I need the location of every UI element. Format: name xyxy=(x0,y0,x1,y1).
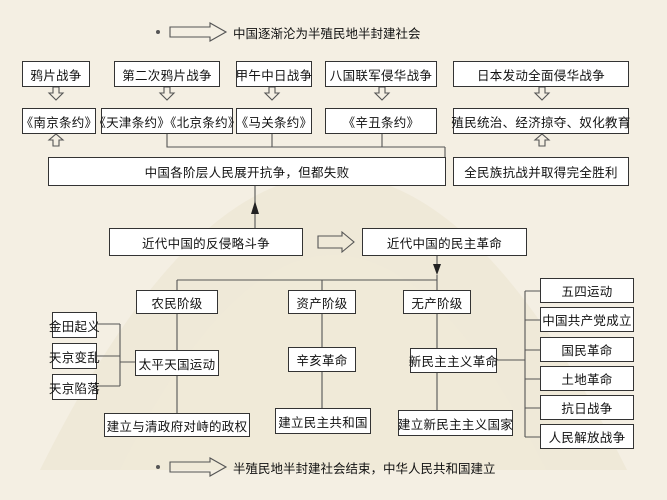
colonial-rule-box: 殖民统治、经济掠夺、奴化教育 xyxy=(451,108,630,134)
nanjing-treaty-box: 《南京条约》 xyxy=(21,108,97,134)
total-resistance-victory-box: 全民族抗战并取得完全胜利 xyxy=(453,157,629,186)
hollow-down-arrows-row1 xyxy=(47,86,551,101)
new-democratic-result-box: 建立新民主主义国家 xyxy=(398,410,513,436)
taiping-result-box: 建立与清政府对峙的政权 xyxy=(104,413,250,437)
liberation-war-box: 人民解放战争 xyxy=(540,424,634,449)
anti-japanese-war-box: 抗日战争 xyxy=(540,395,634,420)
national-revolution-box: 国民革命 xyxy=(540,337,634,362)
taiping-movement-box: 太平天国运动 xyxy=(135,350,219,376)
tianjin-beijing-treaty-box: 《天津条约》《北京条约》 xyxy=(93,108,240,134)
xinchou-treaty-box: 《辛丑条约》 xyxy=(325,108,437,134)
may-fourth-box: 五四运动 xyxy=(540,278,634,303)
shimonoseki-treaty-box: 《马关条约》 xyxy=(236,108,312,134)
resistance-failed-box: 中国各阶层人民展开抗争，但都失败 xyxy=(48,157,446,186)
hollow-up-arrows-row2 xyxy=(47,133,551,147)
eight-nation-war-box: 八国联军侵华战争 xyxy=(325,61,437,87)
anti-aggression-box: 近代中国的反侵略斗争 xyxy=(109,228,303,256)
peasant-class-box: 农民阶级 xyxy=(136,290,218,314)
tianjing-fall-box: 天京陷落 xyxy=(49,374,100,400)
cpc-founding-box: 中国共产党成立 xyxy=(540,307,634,332)
jintian-uprising-box: 金田起义 xyxy=(49,312,100,338)
top-banner-arrow xyxy=(156,22,228,42)
democratic-revolution-box: 近代中国的民主革命 xyxy=(362,228,527,256)
xinhai-revolution-box: 辛亥革命 xyxy=(288,347,356,372)
opium-war-box: 鸦片战争 xyxy=(22,61,90,87)
middle-hollow-arrow xyxy=(317,230,355,254)
up-arrow-head xyxy=(251,201,259,214)
sino-japanese-war-box: 甲午中日战争 xyxy=(236,61,312,87)
bourgeois-class-box: 资产阶级 xyxy=(288,290,356,314)
stages-bracket xyxy=(497,290,540,438)
top-banner-text: 中国逐渐沦为半殖民地半封建社会 xyxy=(233,25,421,41)
down-arrow-head xyxy=(433,264,441,275)
proletarian-class-box: 无产阶级 xyxy=(403,290,471,314)
japan-full-invasion-box: 日本发动全面侵华战争 xyxy=(453,61,629,87)
row2-bracket xyxy=(166,134,446,157)
peasant-events-bracket xyxy=(97,323,135,387)
bottom-banner-text: 半殖民地半封建社会结束，中华人民共和国建立 xyxy=(233,460,496,476)
tianjing-incident-box: 天京变乱 xyxy=(49,343,100,369)
xinhai-result-box: 建立民主共和国 xyxy=(275,408,371,434)
land-revolution-box: 土地革命 xyxy=(540,366,634,391)
second-opium-war-box: 第二次鸦片战争 xyxy=(114,61,220,87)
new-democratic-revolution-box: 新民主主义革命 xyxy=(409,348,498,373)
class-branch xyxy=(176,275,438,290)
bottom-banner-arrow xyxy=(156,457,228,477)
